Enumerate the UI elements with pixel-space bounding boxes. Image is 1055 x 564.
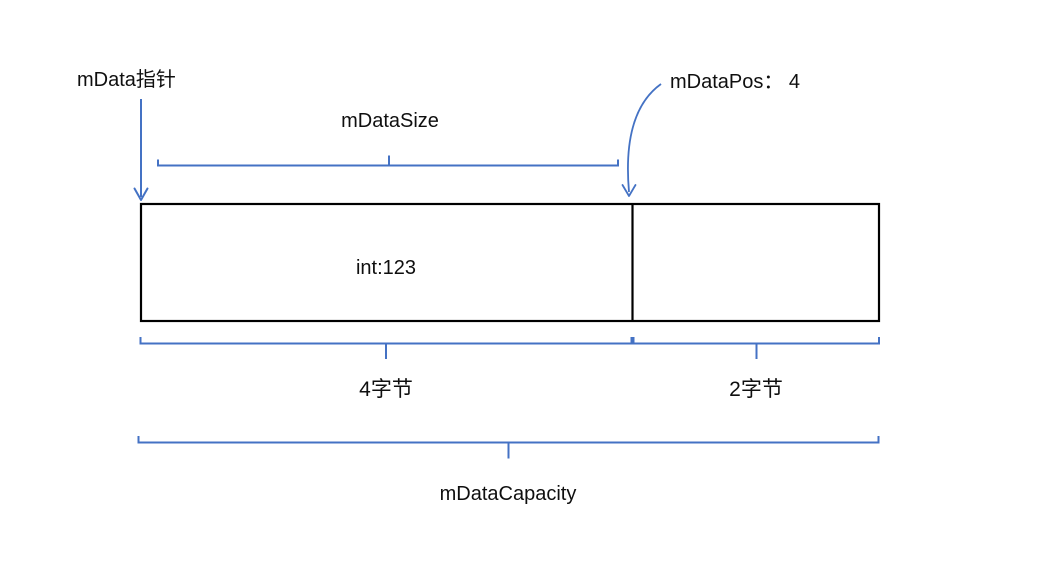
capacity-label: mDataCapacity <box>439 483 577 505</box>
bytes4-bracket <box>139 337 633 359</box>
bytes2-bracket <box>632 337 880 359</box>
down-arrow-icon <box>621 184 637 197</box>
down-arrow-icon <box>133 187 149 201</box>
mdatasize-bracket <box>157 155 619 167</box>
buffer-cell-int-value: int:123 <box>355 257 417 279</box>
bytes4-label: 4字节 <box>359 378 413 401</box>
mdatasize-label: mDataSize <box>341 110 439 132</box>
mdatapos-arrow <box>621 83 662 197</box>
bytes2-label: 2字节 <box>729 378 783 401</box>
mdata-pointer-arrow <box>133 99 149 201</box>
mdatapos-label: mDataPos： 4 <box>670 71 801 93</box>
buffer-box <box>139 202 881 323</box>
mdata-pointer-label: mData指针 <box>77 69 176 91</box>
capacity-bracket <box>137 436 880 459</box>
